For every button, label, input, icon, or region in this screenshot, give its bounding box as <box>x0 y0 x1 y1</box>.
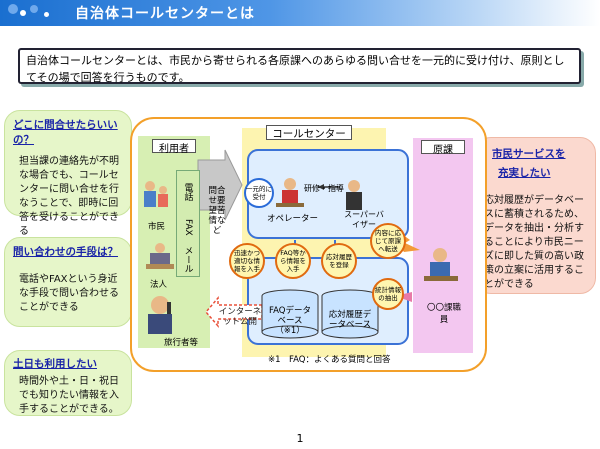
supervisor-label: スーパーバイザー <box>344 210 384 229</box>
history-db-label: 応対履歴データベース <box>328 310 372 330</box>
department-panel <box>413 138 473 353</box>
unified-reception-circle: 一元的に受付 <box>244 178 274 208</box>
department-label: 原課 <box>421 140 465 156</box>
process-circle: 統計情報の抽出 <box>372 278 404 310</box>
faq-db-label: FAQデータベース（※1） <box>269 306 311 336</box>
process-circle: FAQ等から情報を入手 <box>275 243 311 279</box>
traveler-label: 旅行者等 <box>164 338 199 348</box>
internet-arrow <box>205 295 263 329</box>
process-circle: 応対履歴を登録 <box>321 243 357 279</box>
department-staff-label: 〇〇課職員 <box>426 303 461 325</box>
intro-text: 自治体コールセンターとは、市民から寄せられる各原課へのあらゆる問い合せを一元的に… <box>26 54 565 84</box>
training-label: 研修・指導 <box>304 184 344 193</box>
traveler-figure <box>148 296 172 334</box>
info-box-means: 問い合わせの手段は？ 電話やFAXという身近な手段で問い合わせることができる <box>4 237 132 327</box>
info-box-title: 充実したい <box>498 167 551 179</box>
faq-database <box>261 289 319 339</box>
info-box-weekend: 土日も利用したい 時間外や土・日・祝日でも知りたい情報を入手することができる。 <box>4 350 132 416</box>
internet-publish-label: インターネット公開 <box>218 307 262 327</box>
mail-label: メール <box>182 245 193 273</box>
info-box-text: 応対履歴がデータベースに蓄積されるため、データを抽出・分析することにより市民ニー… <box>484 195 584 290</box>
decoration-dot <box>20 10 26 16</box>
page-number: 1 <box>296 432 304 445</box>
inquiry-text: 問合せ要望苦情など <box>208 186 226 236</box>
info-box-title: 問い合わせの手段は？ <box>13 246 118 258</box>
decoration-dot <box>8 4 18 14</box>
info-box-title: 土日も利用したい <box>13 358 97 370</box>
page-title: 自治体コールセンターとは <box>75 6 255 22</box>
inquiry-arrow <box>197 149 243 221</box>
decoration-dot <box>44 12 49 17</box>
info-box-text: 時間外や土・日・祝日でも知りたい情報を入手することができる。 <box>19 376 119 415</box>
arrowhead <box>318 184 324 190</box>
call-center-label: コールセンター <box>266 125 352 140</box>
department-staff-figure <box>424 248 458 281</box>
phone-label: 電話 <box>182 183 193 201</box>
user-label: 利用者 <box>152 139 196 155</box>
info-box-text: 電話やFAXという身近な手段で問い合わせることができる <box>19 274 119 313</box>
info-box-title: 市民サービスを <box>492 148 566 160</box>
process-circle: 迅速かつ適切な情報を入手 <box>229 243 265 279</box>
info-box-text: 担当課の連絡先が不明な場合でも、コールセンターに問い合せを行なうことで、即時に回… <box>19 156 119 237</box>
info-box-where: どこに問合せたらいいの？ 担当課の連絡先が不明な場合でも、コールセンターに問い合… <box>4 110 132 237</box>
intro-box: 自治体コールセンターとは、市民から寄せられる各原課へのあらゆる問い合せを一元的に… <box>18 48 581 84</box>
corporation-label: 法人 <box>150 280 168 290</box>
supervisor-figure <box>346 180 362 210</box>
contact-means-panel: 電話 FAX メール <box>176 170 200 277</box>
citizen-figure <box>144 181 168 207</box>
fax-label: FAX <box>183 219 193 236</box>
process-circle: 内容に応じて原課へ転送 <box>370 223 406 259</box>
info-box-title: どこに問合せたらいいの？ <box>13 119 118 146</box>
corporation-figure <box>146 243 174 269</box>
info-box-service: 市民サービスを 充実したい 応対履歴がデータベースに蓄積されるため、データを抽出… <box>475 137 596 294</box>
decoration-dot <box>30 5 38 13</box>
footnote: ※1 FAQ：よくある質問と回答 <box>268 355 391 365</box>
operator-label: オペレーター <box>267 214 319 224</box>
title-bar: 自治体コールセンターとは <box>0 0 600 26</box>
citizen-label: 市民 <box>148 222 166 232</box>
operator-figure <box>276 178 304 207</box>
history-database <box>321 289 379 339</box>
